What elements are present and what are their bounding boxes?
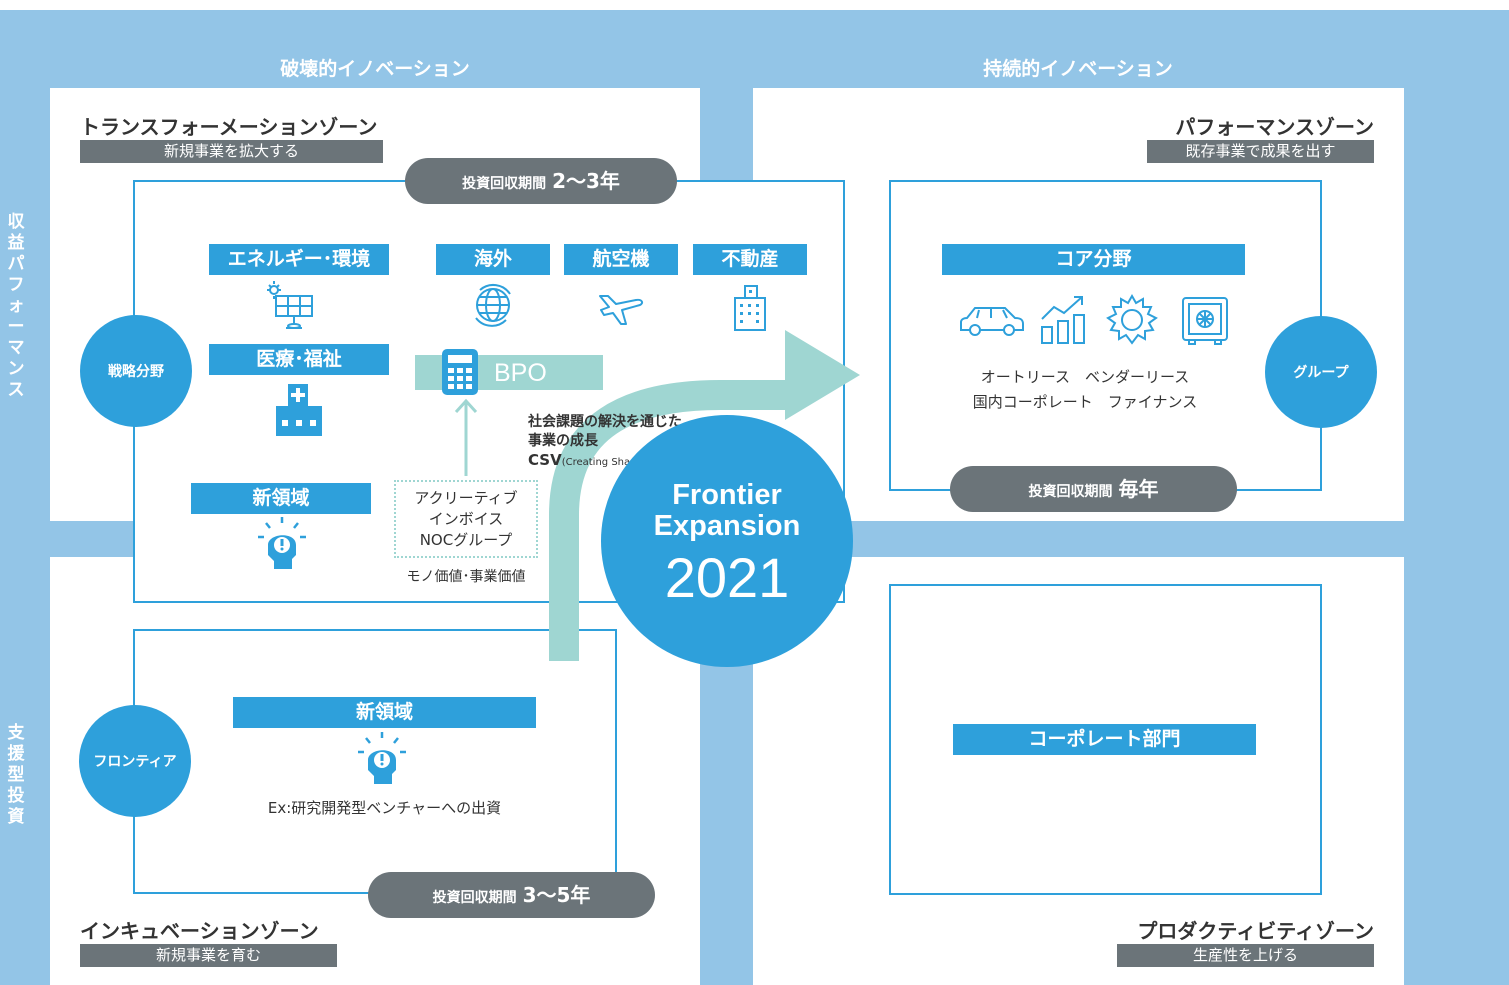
core-businesses: オートリース ベンダーリース 国内コーポレート ファイナンス xyxy=(940,365,1230,415)
side-label-revenue-performance: 収益パフォーマンス xyxy=(7,212,25,400)
frontier-circle: フロンティア xyxy=(79,705,191,817)
center-line-2: Expansion xyxy=(653,510,801,542)
core-businesses-line-1: オートリース ベンダーリース xyxy=(980,368,1190,386)
goods-business-value: モノ価値･事業価値 xyxy=(406,569,526,585)
center-line-1: Frontier xyxy=(672,479,782,511)
center-year: 2021 xyxy=(664,546,790,609)
payback-value: 毎年 xyxy=(1118,477,1159,501)
arrow-up-icon xyxy=(454,398,478,476)
tag-medical-welfare: 医療･福祉 xyxy=(209,344,389,375)
quadrant-bottom-right xyxy=(753,557,1404,985)
group-circle: グループ xyxy=(1265,316,1377,428)
transformation-zone-title: トランスフォーメーションゾーン xyxy=(80,115,378,139)
strategic-field-circle: 戦略分野 xyxy=(80,315,192,427)
performance-payback-pill: 投資回収期間毎年 xyxy=(950,466,1237,512)
lightbulb-head-icon xyxy=(258,517,306,569)
productivity-zone-subtitle: 生産性を上げる xyxy=(1117,944,1374,967)
subsidiary-line-3: NOCグループ xyxy=(419,531,513,549)
csv-line-2: 事業の成長 xyxy=(528,433,598,449)
tag-core-field: コア分野 xyxy=(942,244,1245,275)
transformation-payback-pill: 投資回収期間 2〜3年 xyxy=(405,158,677,204)
calculator-icon xyxy=(442,349,478,395)
tag-corporate-division: コーポレート部門 xyxy=(953,724,1256,755)
productivity-zone-title: プロダクティビティゾーン xyxy=(1137,919,1374,943)
gear-icon xyxy=(1106,293,1158,345)
performance-zone-title: パフォーマンスゾーン xyxy=(1175,115,1374,139)
bpo-label: BPO xyxy=(494,359,547,387)
tag-new-field: 新領域 xyxy=(191,483,371,514)
payback-label: 投資回収期間 xyxy=(1028,484,1113,500)
safe-icon xyxy=(1182,297,1228,345)
tag-overseas: 海外 xyxy=(436,244,550,275)
subsidiary-box: アクリーティブ インボイス NOCグループ xyxy=(394,480,538,558)
subsidiary-line-1: アクリーティブ xyxy=(414,489,518,507)
frontier-expansion-circle xyxy=(601,415,853,667)
car-icon xyxy=(960,307,1024,336)
tag-real-estate: 不動産 xyxy=(693,244,807,275)
csv-paren: (Creating Shared Value) xyxy=(561,457,682,468)
incubation-example: Ex:研究開発型ベンチャーへの出資 xyxy=(267,799,502,817)
core-businesses-line-2: 国内コーポレート ファイナンス xyxy=(972,393,1198,411)
frontier-expansion-title: Frontier Expansion xyxy=(601,480,853,542)
tag-energy-environment: エネルギー･環境 xyxy=(209,244,389,275)
performance-zone-subtitle: 既存事業で成果を出す xyxy=(1147,140,1374,163)
payback-label: 投資回収期間 xyxy=(432,890,517,906)
csv-main: CSV xyxy=(528,451,562,469)
incubation-zone-title: インキュベーションゾーン xyxy=(80,919,319,943)
incubation-zone-subtitle: 新規事業を育む xyxy=(80,944,337,967)
payback-label: 投資回収期間 xyxy=(462,176,547,192)
airplane-icon xyxy=(599,295,644,325)
building-icon xyxy=(734,285,766,331)
incubation-payback-pill: 投資回収期間 3〜5年 xyxy=(368,872,655,918)
side-label-support-investment: 支援型投資 xyxy=(7,723,25,827)
productivity-frame xyxy=(889,584,1322,895)
tag-aircraft: 航空機 xyxy=(564,244,678,275)
growth-chart-icon xyxy=(1041,296,1085,344)
tag-incubation-new-field: 新領域 xyxy=(233,697,536,728)
header-disruptive-innovation: 破壊的イノベーション xyxy=(280,58,470,80)
payback-value: 2〜3年 xyxy=(552,169,620,193)
solar-panel-icon xyxy=(267,281,313,329)
globe-icon xyxy=(475,283,511,327)
csv-text: 社会課題の解決を通じた 事業の成長 CSV(Creating Shared Va… xyxy=(528,413,682,472)
csv-line-1: 社会課題の解決を通じた xyxy=(528,414,682,430)
transformation-zone-subtitle: 新規事業を拡大する xyxy=(80,140,383,163)
header-sustaining-innovation: 持続的イノベーション xyxy=(983,58,1173,80)
payback-value: 3〜5年 xyxy=(522,883,591,907)
lightbulb-head-icon xyxy=(358,732,406,784)
hospital-icon xyxy=(276,384,322,436)
growth-arrow-icon xyxy=(549,330,860,661)
subsidiary-line-2: インボイス xyxy=(428,510,504,528)
